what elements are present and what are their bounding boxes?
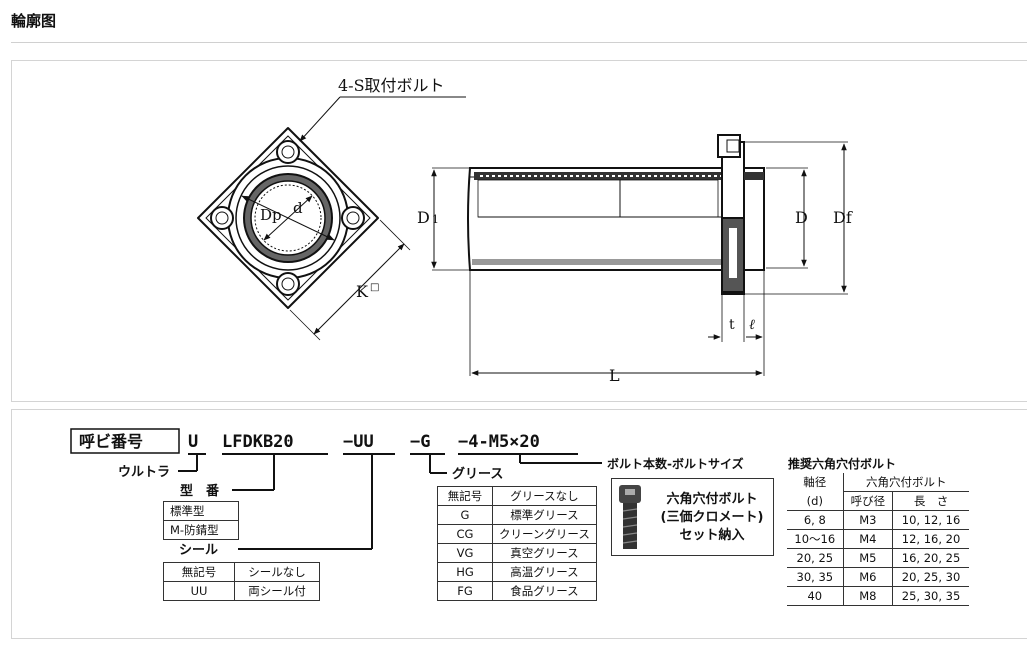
bolt-box-line-1: 六角穴付ボルト [666,492,758,507]
bolt-header-length: 長 さ [892,491,969,511]
bolt-hole-left [210,206,234,230]
bolt-hole-right [341,206,365,230]
grease-desc: 高温グリース [492,562,597,582]
type-cell: 標準型 [163,501,239,521]
bolt-cell-length: 12, 16, 20 [892,529,969,549]
ultra-label: ウルトラ [118,465,170,480]
bolt-table-header: 軸径 六角穴付ボルト [787,473,969,492]
grease-code: FG [437,581,493,601]
bolt-cell-length: 10, 12, 16 [892,510,969,530]
recommended-bolts-title: 推奨六角穴付ボルト [788,456,896,471]
grease-desc: クリーングリース [492,524,597,544]
df-label: Df [833,208,853,227]
grease-row: 無記号グリースなし [437,486,597,506]
code-u: U [188,432,198,452]
bolt-cell-d: 20, 25 [787,548,844,568]
code-model: LFDKB20 [222,432,294,452]
bolt-box-line-2: (三価クロメート) [660,510,764,525]
bolt-cell-d: 10〜16 [787,529,844,549]
l-label: L [609,366,620,385]
d-small-label: d [293,199,303,217]
grease-desc: 食品グリース [492,581,597,601]
bolt-header-bolt: 六角穴付ボルト [843,473,969,492]
bolt-header-shaft: 軸径 [787,473,844,492]
k-label: K [356,282,369,301]
bolt-cell-size: M4 [843,529,894,549]
seal-table: 無記号 シールなし UU 両シール付 [163,562,320,601]
type-label: 型 番 [180,483,220,499]
bushing-side-view [431,134,848,376]
seal-desc: 両シール付 [234,581,320,601]
ell-label: ℓ [749,317,755,333]
seal-code: 無記号 [163,562,235,582]
seal-label: シール [179,543,218,558]
bolt-cell-size: M8 [843,586,894,606]
grease-code: VG [437,543,493,563]
part-number-heading: 呼ビ番号 [79,432,143,451]
bolt-cell-d: 6, 8 [787,510,844,530]
part-number-heading-box [70,428,180,454]
grease-code: CG [437,524,493,544]
code-bolt: −4-M5×20 [458,432,540,452]
bolt-cell-size: M6 [843,567,894,587]
d-label: D [795,208,808,227]
code-seal: −UU [343,432,374,452]
seal-code: UU [163,581,235,601]
bolt-cell-d: 40 [787,586,844,606]
type-row: 標準型 [163,501,239,521]
bolt-header-size: 呼び径 [843,491,894,511]
dp-label: Dp [260,206,282,224]
hex-socket-bolt-icon [619,485,641,549]
grease-code: 無記号 [437,486,493,506]
bolt-hole-bottom [276,272,300,296]
grease-desc: グリースなし [492,486,597,506]
bolt-cell-length: 25, 30, 35 [892,586,969,606]
code-grease: −G [410,432,430,452]
grease-desc: 標準グリース [492,505,597,525]
seal-row: UU 両シール付 [163,581,320,601]
bolt-callout-label: 4-S取付ボルト [338,76,445,95]
bolt-cell-d: 30, 35 [787,567,844,587]
k-square-mark: □ [370,282,379,293]
bolt-cell-length: 16, 20, 25 [892,548,969,568]
grease-code: G [437,505,493,525]
bolt-box: 六角穴付ボルト (三価クロメート) セット納入 [611,478,774,556]
seal-row: 無記号 シールなし [163,562,320,582]
type-cell: M-防錆型 [163,520,239,540]
grease-desc: 真空グリース [492,543,597,563]
bolt-cell-length: 20, 25, 30 [892,567,969,587]
page-title: 輪廓图 [11,12,57,30]
bolt-cell-size: M5 [843,548,894,568]
bolt-table-subheader: (d) 呼び径 長 さ [787,491,969,511]
flange-front-view [197,96,466,341]
grease-label: グリース [452,466,503,482]
bolt-cell-size: M3 [843,510,894,530]
bolt-box-line-3: セット納入 [679,528,745,543]
bolt-header-d: (d) [787,491,844,511]
bolt-hole-top [276,140,300,164]
type-row: M-防錆型 [163,520,239,540]
seal-desc: シールなし [234,562,320,582]
grease-code: HG [437,562,493,582]
leader-lines [178,453,602,550]
t-label: t [729,317,735,333]
bolt-spec-label: ボルト本数-ボルトサイズ [607,456,744,471]
type-table: 標準型 M-防錆型 [163,501,239,540]
title-divider [11,42,1027,43]
